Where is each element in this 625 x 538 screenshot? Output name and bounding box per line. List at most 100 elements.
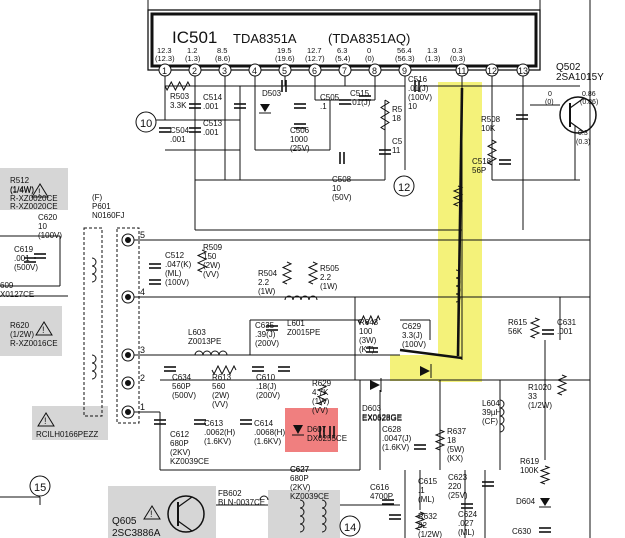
label-r5: 18 bbox=[392, 114, 401, 123]
label-d603: EX0628GE bbox=[362, 413, 402, 422]
label-c515: C515 bbox=[350, 89, 370, 98]
gray-box-rcil bbox=[32, 406, 108, 440]
diode-d607 bbox=[292, 425, 304, 436]
pin-voltage: 0 bbox=[367, 46, 371, 55]
label-c513: C513 bbox=[203, 119, 223, 128]
pin-voltage: 0.3 bbox=[452, 46, 462, 55]
label-r637: (KX) bbox=[447, 454, 463, 463]
label-r512: R512 bbox=[10, 176, 30, 185]
q502-voltage: 0.3 bbox=[578, 130, 588, 137]
label-r613: R613 bbox=[212, 373, 232, 382]
resistor-symbol bbox=[164, 80, 191, 92]
p601-connector bbox=[116, 227, 140, 424]
ic-pin-number: 7 bbox=[342, 66, 347, 76]
gray-box-q605 bbox=[108, 486, 216, 538]
resistor-symbol bbox=[539, 465, 551, 485]
label-c635: (200V) bbox=[255, 339, 279, 348]
q502-voltage: (0.86) bbox=[580, 99, 598, 106]
pin-voltage-alt: (0.3) bbox=[450, 54, 466, 63]
inductor-symbol bbox=[284, 295, 318, 301]
label-c627: KZ0039CE bbox=[290, 492, 329, 501]
label-c504: C504 bbox=[170, 126, 190, 135]
highlighted-trace-foot bbox=[399, 348, 463, 360]
label-r512: (1/4W) bbox=[10, 186, 34, 195]
label-c635: C635 bbox=[255, 321, 275, 330]
resistor-symbol bbox=[316, 384, 328, 406]
connector-pin-number: 1 bbox=[140, 402, 145, 412]
label-fb602: FB602 bbox=[218, 489, 242, 498]
ic501-part: TDA8351A bbox=[233, 31, 297, 46]
capacitors bbox=[24, 80, 554, 533]
label-c508: 10 bbox=[332, 184, 341, 193]
pin-voltage-alt: (19.6) bbox=[275, 54, 295, 63]
ic501-part-alt: (TDA8351AQ) bbox=[328, 31, 410, 46]
resistor-symbol bbox=[556, 374, 568, 396]
ic-pin-number: 1 bbox=[162, 66, 167, 76]
label-c624: (ML) bbox=[458, 528, 475, 537]
ic501-ref: IC501 bbox=[172, 28, 217, 47]
label-p601: P601 bbox=[92, 202, 111, 211]
label-r504: R504 bbox=[258, 269, 278, 278]
label-r505: (1W) bbox=[320, 282, 338, 291]
label-c5: C5 bbox=[392, 137, 403, 146]
label-fb602: BLN-0037CE bbox=[218, 498, 265, 507]
label-c635: .39(J) bbox=[255, 330, 276, 339]
label-c628: (1.6KV) bbox=[382, 443, 409, 452]
svg-text:!: ! bbox=[38, 187, 41, 197]
diode-yellow bbox=[420, 364, 432, 378]
label-c615: C615 bbox=[418, 477, 438, 486]
label-c624: .027 bbox=[458, 519, 474, 528]
transistor-q605 bbox=[167, 495, 205, 533]
inductor-symbol bbox=[299, 499, 305, 533]
label-r632: (1/2W) bbox=[418, 530, 442, 538]
label-q605: 2SC3886A bbox=[112, 528, 161, 538]
red-highlight-d607 bbox=[285, 408, 338, 452]
label-r637: (5W) bbox=[447, 445, 465, 454]
ic-pin-number: 5 bbox=[282, 66, 287, 76]
label-c613: (1.6KV) bbox=[204, 437, 231, 446]
label-q605: Q605 bbox=[112, 516, 137, 527]
label-c614: .0068(H) bbox=[254, 428, 285, 437]
label-c619: (500V) bbox=[14, 263, 38, 272]
yoke-transformer-box bbox=[83, 227, 103, 417]
label-c623: C623 bbox=[448, 473, 468, 482]
label-r512: R-XZ0020CE bbox=[10, 202, 58, 211]
label-c512: .047(K) bbox=[165, 260, 192, 269]
resistor-symbol bbox=[380, 99, 390, 131]
label-c629: (100V) bbox=[402, 340, 426, 349]
diode-d503 bbox=[259, 104, 271, 114]
label-c612: (2KV) bbox=[170, 448, 191, 457]
label-c610: (200V) bbox=[256, 391, 280, 400]
label-c612: C612 bbox=[170, 430, 190, 439]
label-p601: N0160FJ bbox=[92, 211, 124, 220]
label-c506: 1000 bbox=[290, 135, 308, 144]
label-r643: 100 bbox=[359, 327, 373, 336]
ic-pin-number: 6 bbox=[312, 66, 317, 76]
q502-part: 2SA1015Y bbox=[556, 72, 604, 83]
label-c615: .1 bbox=[418, 486, 425, 495]
q502-ref: Q502 bbox=[556, 62, 581, 73]
label-r619: R619 bbox=[520, 457, 540, 466]
label-c623: (25V) bbox=[448, 491, 468, 500]
label-r512: (1/4W) bbox=[10, 185, 34, 194]
label-l601: L601 bbox=[287, 319, 305, 328]
label-r512: R-XZ0020CE bbox=[10, 194, 58, 203]
label-r504: 2.2 bbox=[258, 278, 270, 287]
pin-voltage: 19.5 bbox=[277, 46, 292, 55]
svg-text:!: ! bbox=[42, 325, 45, 335]
label-r509: R509 bbox=[203, 243, 223, 252]
terminal-15: 15 bbox=[29, 475, 51, 497]
pin-voltage-alt: (12.7) bbox=[305, 54, 325, 63]
label-l601: Z0015PE bbox=[287, 328, 320, 337]
label-c627: 680P bbox=[290, 474, 309, 483]
label-r503: R503 bbox=[170, 92, 190, 101]
inductor-symbol bbox=[499, 399, 505, 433]
connector-pin-number: 2 bbox=[140, 373, 145, 383]
label-c628: .0047(J) bbox=[382, 434, 412, 443]
label-c513: .001 bbox=[203, 128, 219, 137]
resistor-symbol bbox=[529, 317, 541, 339]
